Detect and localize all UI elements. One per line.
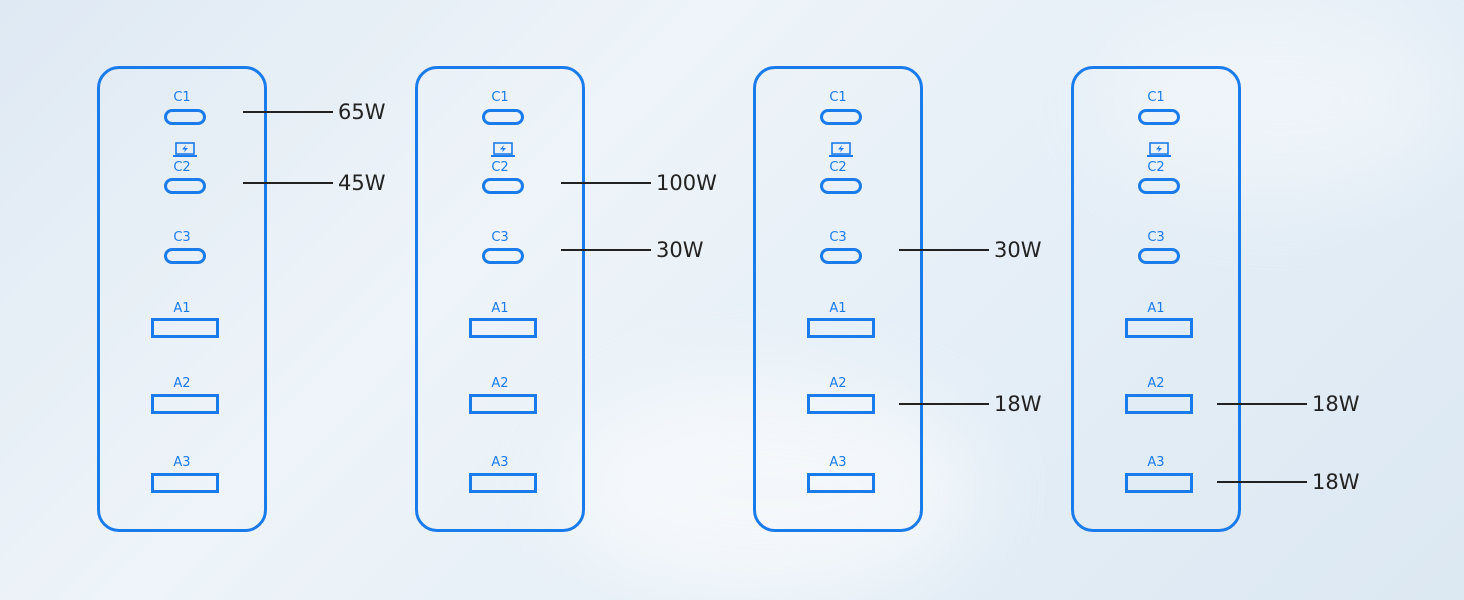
callout-line <box>561 249 651 251</box>
port-label-c3: C3 <box>173 230 191 245</box>
usb-c-port-c3 <box>820 248 862 264</box>
output-watt: 18W <box>1312 392 1360 416</box>
port-label-a3: A3 <box>173 455 191 470</box>
port-label-a2: A2 <box>1147 376 1165 391</box>
port-label-c3: C3 <box>491 230 509 245</box>
usb-c-port-c1 <box>482 109 524 125</box>
callout-line <box>899 403 989 405</box>
port-label-a2: A2 <box>829 376 847 391</box>
usb-c-port-c1 <box>820 109 862 125</box>
port-label-c1: C1 <box>173 90 191 105</box>
callout-line <box>899 249 989 251</box>
usb-a-port-a3 <box>469 473 537 493</box>
port-label-c1: C1 <box>1147 90 1165 105</box>
port-label-a1: A1 <box>829 301 847 316</box>
laptop-charging-icon <box>1147 142 1171 157</box>
port-label-a3: A3 <box>491 455 509 470</box>
port-label-a1: A1 <box>1147 301 1165 316</box>
port-label-a1: A1 <box>491 301 509 316</box>
charger-config-1: C1 C2 C3 A1 A2 A3 <box>97 66 267 532</box>
callout-line <box>561 182 651 184</box>
laptop-charging-icon <box>829 142 853 157</box>
callout-line <box>1217 403 1307 405</box>
usb-c-port-c1 <box>1138 109 1180 125</box>
port-label-c1: C1 <box>491 90 509 105</box>
port-label-c2: C2 <box>829 160 847 175</box>
port-label-a1: A1 <box>173 301 191 316</box>
usb-c-port-c3 <box>482 248 524 264</box>
usb-c-port-c2 <box>1138 178 1180 194</box>
usb-a-port-a3 <box>807 473 875 493</box>
usb-a-port-a3 <box>1125 473 1193 493</box>
usb-c-port-c1 <box>164 109 206 125</box>
port-label-a2: A2 <box>491 376 509 391</box>
charger-config-3: C1 C2 C3 A1 A2 A3 <box>753 66 923 532</box>
background-glow <box>560 380 980 600</box>
port-label-c2: C2 <box>173 160 191 175</box>
charger-config-2: C1 C2 C3 A1 A2 A3 <box>415 66 585 532</box>
laptop-charging-icon <box>173 142 197 157</box>
charger-config-4: C1 C2 C3 A1 A2 A3 <box>1071 66 1241 532</box>
usb-a-port-a1 <box>1125 318 1193 338</box>
callout-line <box>1217 481 1307 483</box>
usb-c-port-c2 <box>482 178 524 194</box>
usb-a-port-a1 <box>807 318 875 338</box>
background-glow <box>1100 0 1460 200</box>
usb-a-port-a1 <box>469 318 537 338</box>
usb-a-port-a2 <box>1125 394 1193 414</box>
port-label-c3: C3 <box>1147 230 1165 245</box>
port-label-c1: C1 <box>829 90 847 105</box>
output-watt: 100W <box>656 171 717 195</box>
usb-c-port-c2 <box>820 178 862 194</box>
port-label-c2: C2 <box>491 160 509 175</box>
usb-c-port-c2 <box>164 178 206 194</box>
callout-line <box>243 182 333 184</box>
output-watt: 45W <box>338 171 386 195</box>
usb-a-port-a2 <box>151 394 219 414</box>
callout-line <box>243 111 333 113</box>
laptop-charging-icon <box>491 142 515 157</box>
usb-a-port-a3 <box>151 473 219 493</box>
usb-c-port-c3 <box>164 248 206 264</box>
usb-a-port-a1 <box>151 318 219 338</box>
port-label-c2: C2 <box>1147 160 1165 175</box>
output-watt: 18W <box>994 392 1042 416</box>
output-watt: 30W <box>656 238 704 262</box>
port-label-a3: A3 <box>829 455 847 470</box>
port-label-c3: C3 <box>829 230 847 245</box>
output-watt: 65W <box>338 100 386 124</box>
usb-c-port-c3 <box>1138 248 1180 264</box>
port-label-a2: A2 <box>173 376 191 391</box>
usb-a-port-a2 <box>469 394 537 414</box>
usb-a-port-a2 <box>807 394 875 414</box>
output-watt: 30W <box>994 238 1042 262</box>
output-watt: 18W <box>1312 470 1360 494</box>
port-label-a3: A3 <box>1147 455 1165 470</box>
